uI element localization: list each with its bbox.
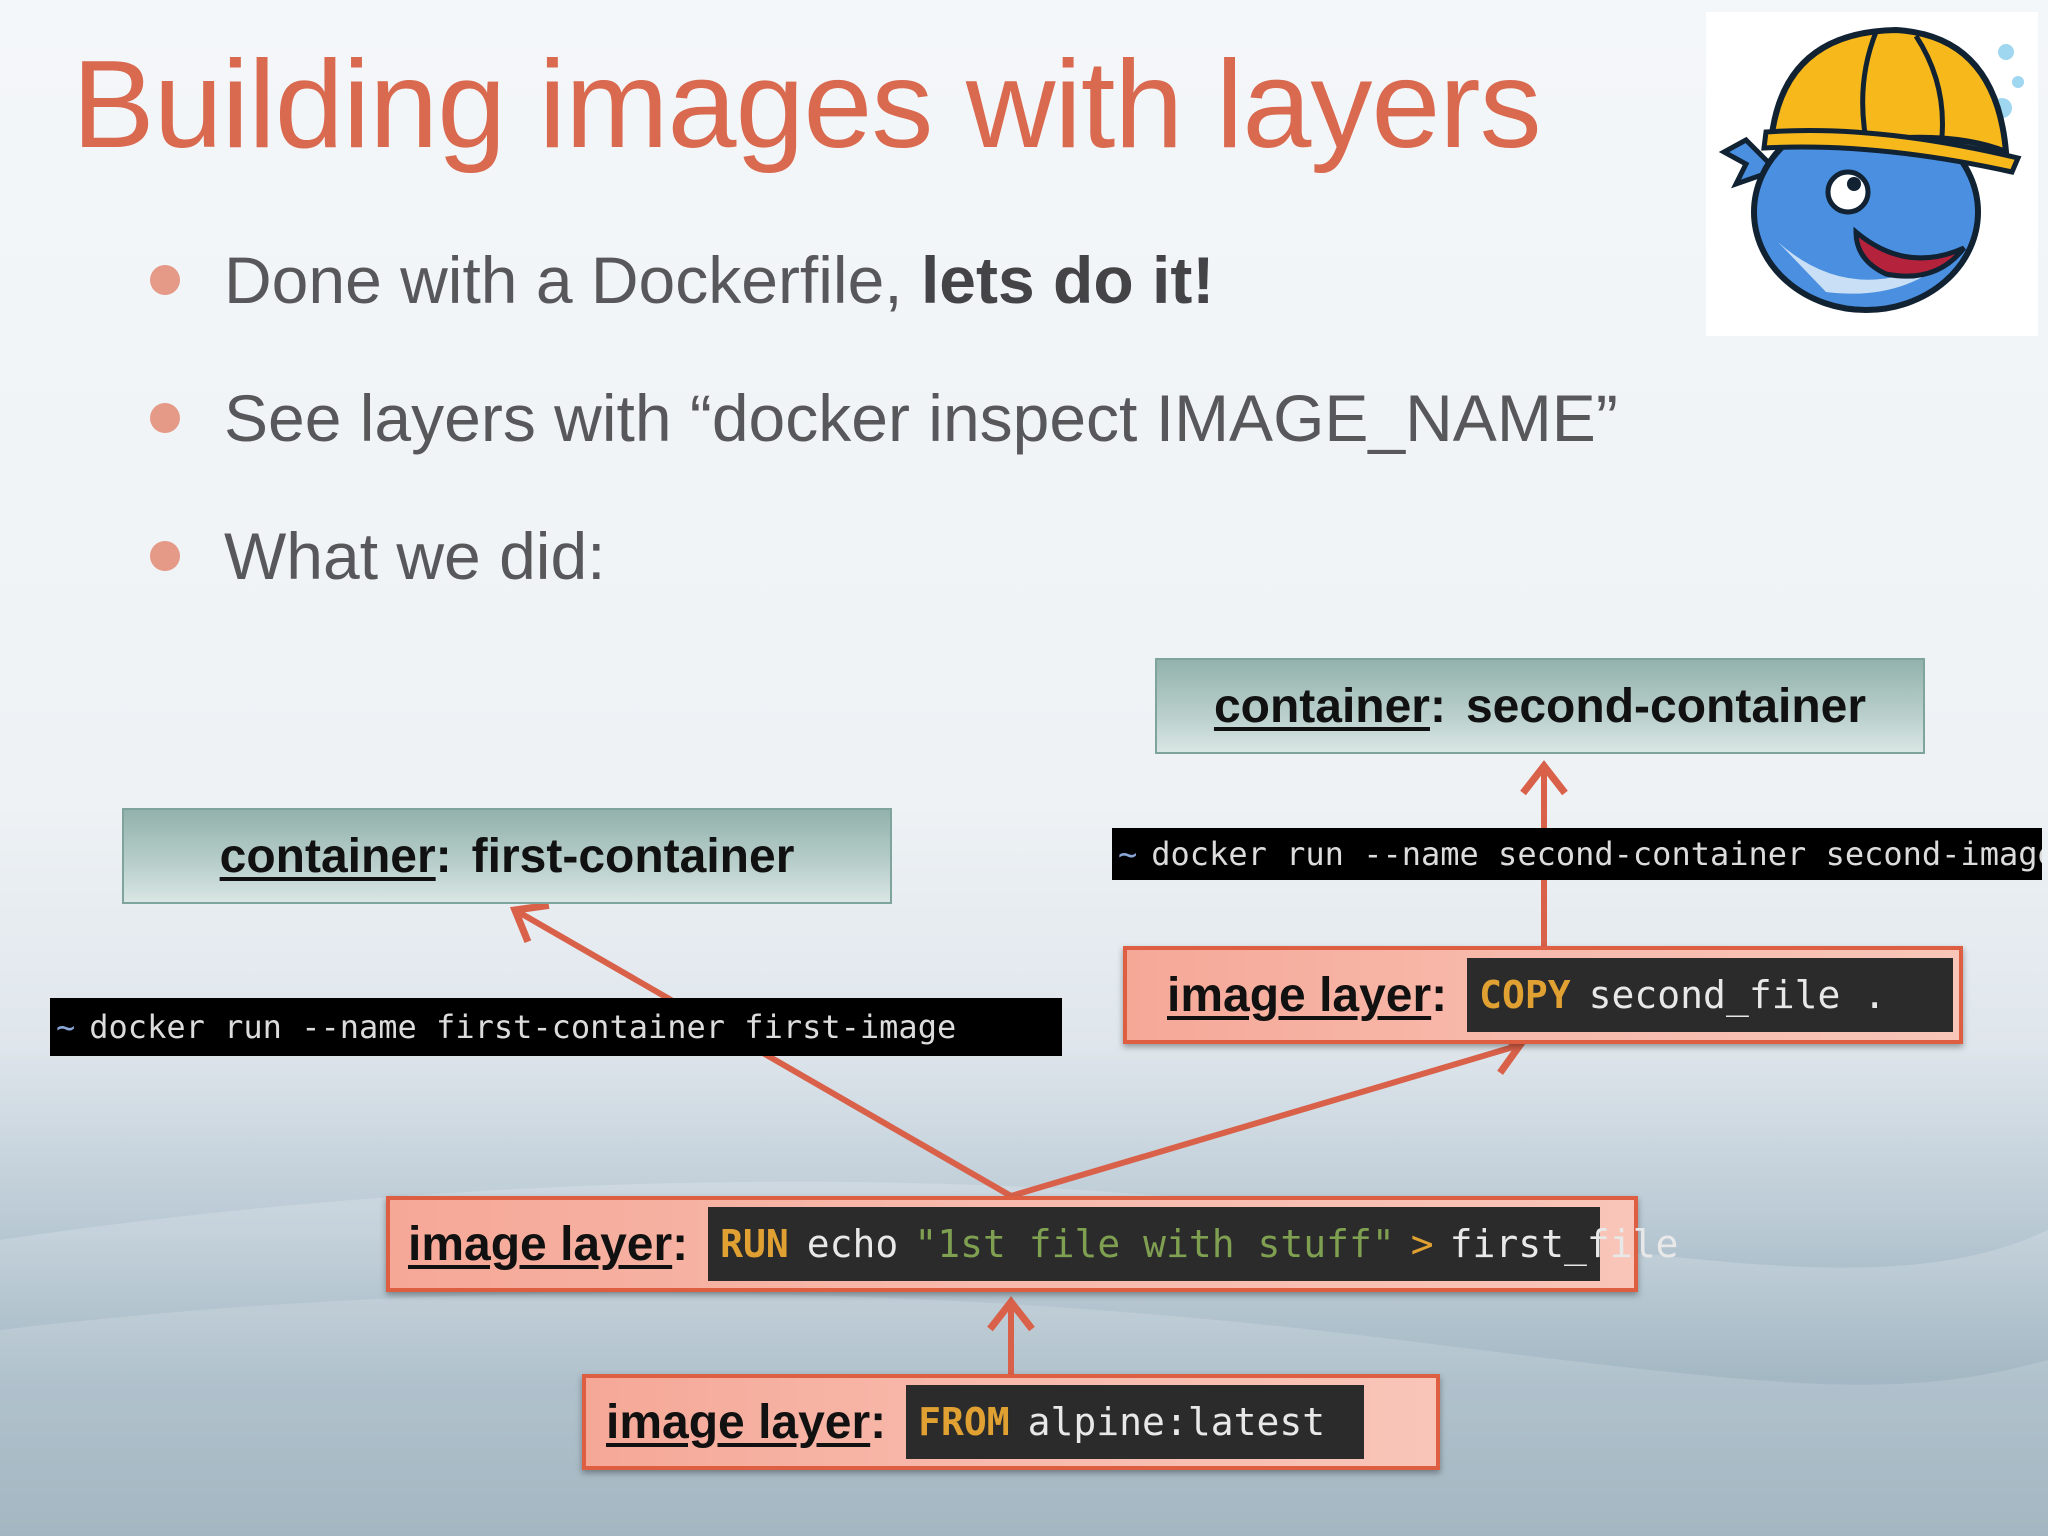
instruction-target: first_file [1449, 1222, 1679, 1266]
docker-whale-hardhat-icon [1706, 12, 2038, 336]
colon: : [435, 829, 452, 883]
instruction-args: second_file . [1588, 973, 1887, 1017]
colon: : [1429, 679, 1446, 733]
copy-layer-box: image layer: COPY second_file . [1123, 946, 1963, 1044]
layer-prefix: image layer [408, 1217, 673, 1271]
from-instruction: FROM alpine:latest [906, 1385, 1365, 1459]
slide-title: Building images with layers [72, 36, 1542, 174]
bullet-list: Done with a Dockerfile, lets do it! See … [150, 235, 1618, 649]
second-container-name: second-container [1465, 679, 1867, 733]
container-prefix: container [219, 829, 436, 883]
bullet-text: See layers with “docker inspect IMAGE_NA… [224, 381, 1618, 455]
copy-instruction: COPY second_file . [1467, 958, 1954, 1032]
prompt-tilde: ~ [56, 1008, 76, 1046]
bullet-inspect: See layers with “docker inspect IMAGE_NA… [150, 373, 1618, 511]
bullet-bold-text: lets do it! [920, 243, 1215, 317]
keyword: FROM [918, 1400, 1010, 1444]
dot-icon [150, 541, 180, 571]
first-run-command: ~ docker run --name first-container first… [50, 998, 1062, 1056]
bullet-what-we-did: What we did: [150, 511, 1618, 649]
instruction-args: alpine:latest [1027, 1400, 1326, 1444]
colon: : [870, 1395, 887, 1449]
run-layer-box: image layer: RUN echo "1st file with stuff… [386, 1196, 1678, 1292]
keyword: RUN [720, 1222, 789, 1266]
bullet-dockerfile: Done with a Dockerfile, lets do it! [150, 235, 1618, 373]
layer-prefix: image layer [606, 1395, 871, 1449]
second-run-command: ~ docker run --name second-container seco… [1112, 828, 2042, 880]
command-text: docker run --name second-container secon… [1151, 835, 2042, 873]
bullet-text: What we did: [224, 519, 606, 593]
container-prefix: container [1213, 679, 1430, 733]
first-container-name: first-container [471, 829, 795, 883]
redirect-operator: > [1410, 1222, 1434, 1266]
from-layer-box: image layer: FROM alpine:latest [582, 1374, 1440, 1470]
instruction-string: "1st file with stuff" [914, 1222, 1395, 1266]
dot-icon [150, 403, 180, 433]
command-text: docker run --name first-container first-… [89, 1008, 957, 1046]
second-container-box: container: second-container [1155, 658, 1925, 754]
prompt-tilde: ~ [1118, 835, 1138, 873]
colon: : [1431, 968, 1448, 1022]
keyword: COPY [1479, 973, 1571, 1017]
instruction-command: echo [806, 1222, 899, 1266]
dot-icon [150, 265, 180, 295]
run-instruction: RUN echo "1st file with stuff" > first_file [708, 1207, 1678, 1281]
layer-prefix: image layer [1167, 968, 1432, 1022]
first-container-box: container: first-container [122, 808, 892, 904]
bullet-text: Done with a Dockerfile, [224, 243, 921, 317]
colon: : [672, 1217, 689, 1271]
